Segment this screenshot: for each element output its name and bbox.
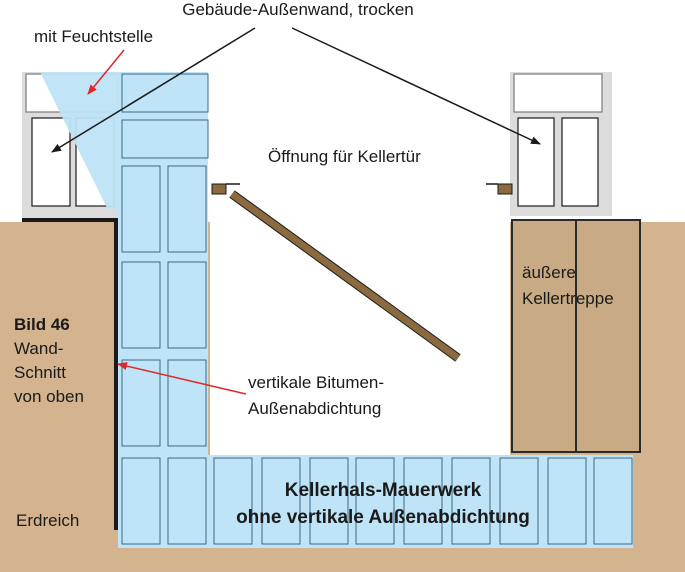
masonry-block [213,457,253,545]
label-moisture: mit Feuchtstelle [34,27,153,46]
door-hinge-left [211,183,227,195]
arrow-moisture [87,49,125,95]
right-window-pane-1 [517,117,555,207]
masonry-block [593,457,633,545]
label-masonry-2: ohne vertikale Außenabdichtung [236,507,530,528]
label-figure-3: von oben [14,387,84,406]
masonry-block [499,457,539,545]
exterior-stairs [511,219,641,453]
label-door-opening: Öffnung für Kellertür [268,147,421,166]
masonry-bottom-row [118,455,633,548]
masonry-block [261,457,301,545]
label-bitumen-2: Außenabdichtung [248,399,381,418]
door-hinge-right [497,183,513,195]
label-soil: Erdreich [16,511,79,530]
masonry-block [451,457,491,545]
masonry-block [121,261,161,349]
label-bitumen-1: vertikale Bitumen- [248,373,384,392]
right-window-top [513,73,603,113]
label-stairs-1: äußere [522,263,576,282]
masonry-block [167,261,207,349]
left-window-pane-1 [31,117,71,207]
masonry-block [121,73,209,113]
masonry-block [121,457,161,545]
arrow-bitumen [117,362,247,395]
label-masonry-1: Kellerhals-Mauerwerk [285,480,482,501]
masonry-block [121,119,209,159]
label-figure-title: Bild 46 [14,315,70,334]
masonry-block [547,457,587,545]
label-figure-2: Schnitt [14,363,66,382]
label-stairs-2: Kellertreppe [522,289,614,308]
masonry-block [167,359,207,447]
label-figure-1: Wand- [14,339,63,358]
label-top: Gebäude-Außenwand, trocken [182,0,414,19]
moisture-stain [40,72,122,210]
courtyard [210,210,510,455]
masonry-block [121,165,161,253]
masonry-block [309,457,349,545]
right-window-pane-2 [561,117,599,207]
masonry-block [167,457,207,545]
door-assembly [211,183,513,362]
masonry-block [403,457,443,545]
masonry-block [167,165,207,253]
arrow-top-right [291,27,541,145]
arrow-top-left [51,27,256,153]
bitumen-waterproofing-line [22,218,118,530]
masonry-block [121,359,161,447]
masonry-block [355,457,395,545]
